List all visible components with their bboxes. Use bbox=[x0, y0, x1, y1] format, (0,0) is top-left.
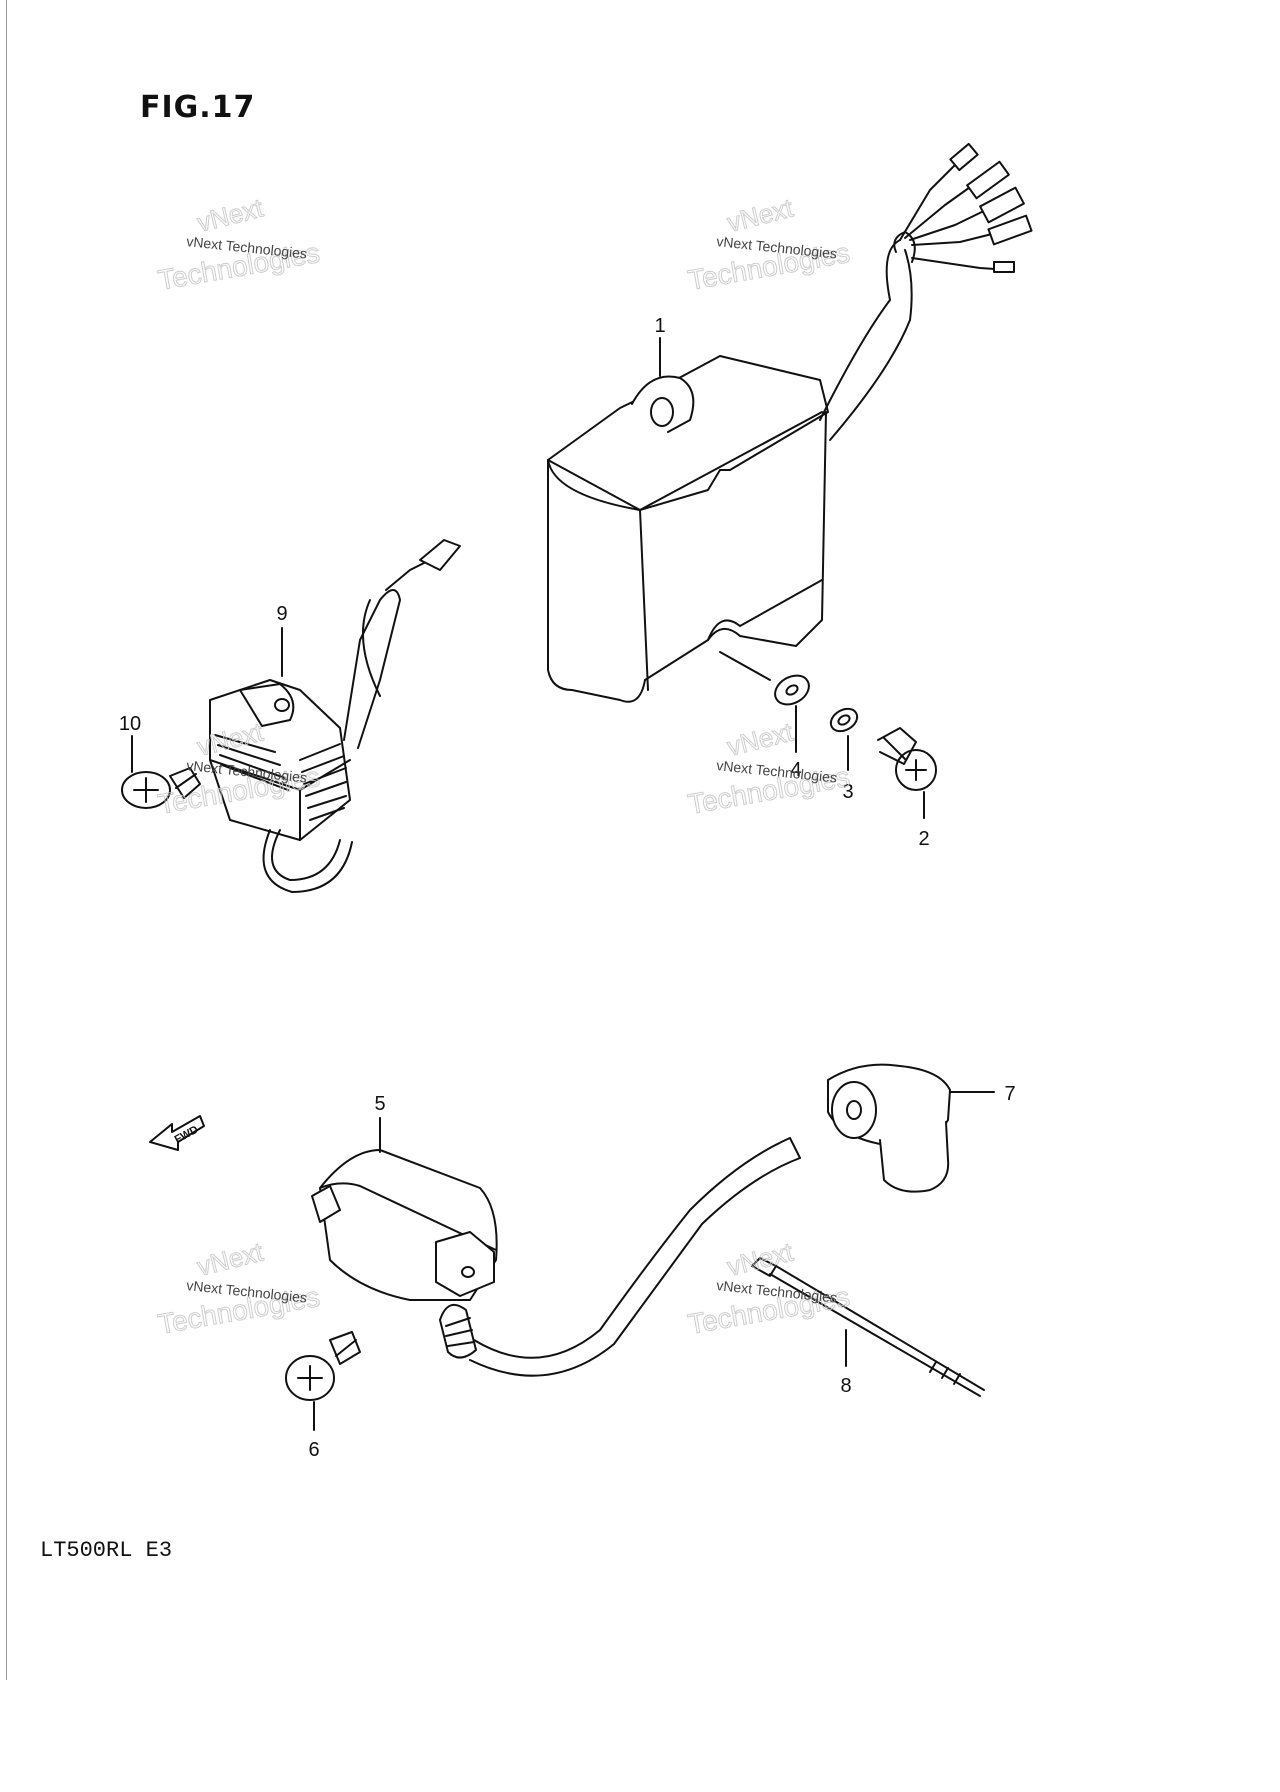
svg-text:vNext: vNext bbox=[724, 716, 796, 761]
svg-text:vNext: vNext bbox=[194, 192, 266, 237]
part-4-washer[interactable] bbox=[770, 670, 814, 711]
callout-8: 8 bbox=[840, 1375, 851, 1397]
svg-text:vNext: vNext bbox=[724, 192, 796, 237]
fwd-arrow bbox=[149, 1115, 205, 1151]
scan-edge-line bbox=[6, 0, 7, 1680]
model-code-label: LT500RL E3 bbox=[40, 1538, 173, 1563]
callout-2: 2 bbox=[918, 828, 929, 850]
callout-7: 7 bbox=[1004, 1083, 1015, 1105]
callout-9: 9 bbox=[276, 603, 287, 625]
svg-text:vNext: vNext bbox=[194, 1236, 266, 1281]
callout-1: 1 bbox=[654, 315, 665, 337]
mount-hole bbox=[650, 397, 674, 427]
callout-4: 4 bbox=[790, 759, 801, 781]
callout-3: 3 bbox=[842, 781, 853, 803]
callout-10: 10 bbox=[119, 713, 141, 735]
mount-hole bbox=[274, 698, 290, 712]
part-5-ignition-coil[interactable] bbox=[311, 1137, 801, 1377]
callout-6: 6 bbox=[308, 1439, 319, 1461]
leader-lines bbox=[131, 337, 995, 1431]
svg-text:vNext: vNext bbox=[724, 1236, 796, 1281]
part-7-plug-cap[interactable] bbox=[827, 1063, 951, 1193]
part-8-cable-tie[interactable] bbox=[751, 1257, 985, 1397]
figure-title: FIG.17 bbox=[140, 90, 256, 125]
part-2-screw[interactable] bbox=[877, 727, 937, 791]
part-3-lock-washer[interactable] bbox=[827, 704, 861, 735]
part-10-screw[interactable] bbox=[121, 767, 201, 809]
part-1-cdi-unit[interactable] bbox=[547, 142, 1033, 703]
part-6-screw[interactable] bbox=[285, 1331, 361, 1401]
callout-5: 5 bbox=[374, 1093, 385, 1115]
coil-terminal-block bbox=[435, 1231, 495, 1297]
part-9-regulator[interactable] bbox=[209, 539, 461, 893]
fwd-label: FWD bbox=[173, 1124, 201, 1146]
coil-terminal-left bbox=[311, 1185, 341, 1223]
